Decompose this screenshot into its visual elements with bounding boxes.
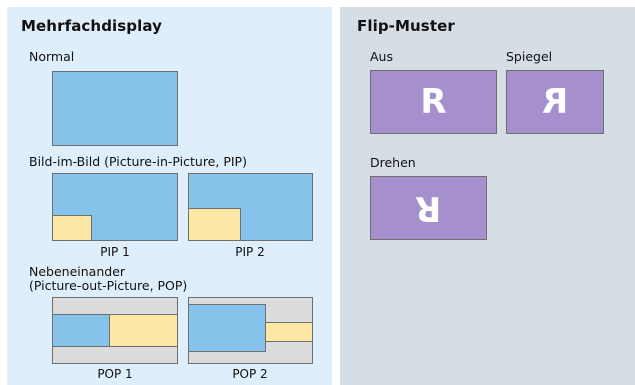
flip-mirror-label: Spiegel	[506, 49, 553, 64]
flip-mirror-box: R	[506, 70, 604, 134]
pop2-sub-screen	[265, 322, 313, 342]
pip1-caption: PIP 1	[100, 245, 130, 259]
flip-off-glyph: R	[420, 82, 447, 122]
pop1-sub-screen	[109, 314, 178, 347]
pip2-sub-screen	[188, 208, 241, 241]
normal-screen	[52, 71, 178, 146]
pop1-main-screen	[52, 314, 110, 347]
flip-rotate-label: Drehen	[370, 155, 416, 170]
multi-display-title: Mehrfachdisplay	[21, 17, 163, 35]
pop2-frame	[188, 297, 313, 364]
flip-rotate-glyph: R	[415, 188, 442, 228]
pop-label-line2: (Picture-out-Picture, POP)	[29, 278, 188, 293]
flip-pattern-panel: Flip-Muster Aus R Spiegel R Drehen R	[340, 7, 635, 385]
pop1-frame	[52, 297, 178, 364]
pip1-sub-screen	[52, 215, 92, 241]
pip-label: Bild-im-Bild (Picture-in-Picture, PIP)	[29, 154, 247, 169]
pop1-caption: POP 1	[97, 367, 133, 381]
pip2-screen	[188, 173, 313, 241]
pip2-caption: PIP 2	[235, 245, 265, 259]
normal-label: Normal	[29, 49, 75, 64]
flip-mirror-glyph: R	[541, 82, 569, 122]
pip1-screen	[52, 173, 178, 241]
pop-label-line1: Nebeneinander	[29, 264, 126, 279]
multi-display-panel: Mehrfachdisplay Normal Bild-im-Bild (Pic…	[7, 7, 332, 385]
flip-rotate-box: R	[370, 176, 487, 240]
flip-off-label: Aus	[370, 49, 393, 64]
flip-off-box: R	[370, 70, 497, 134]
pop2-caption: POP 2	[232, 367, 268, 381]
flip-pattern-title: Flip-Muster	[357, 17, 455, 35]
pop2-main-screen	[188, 304, 266, 352]
